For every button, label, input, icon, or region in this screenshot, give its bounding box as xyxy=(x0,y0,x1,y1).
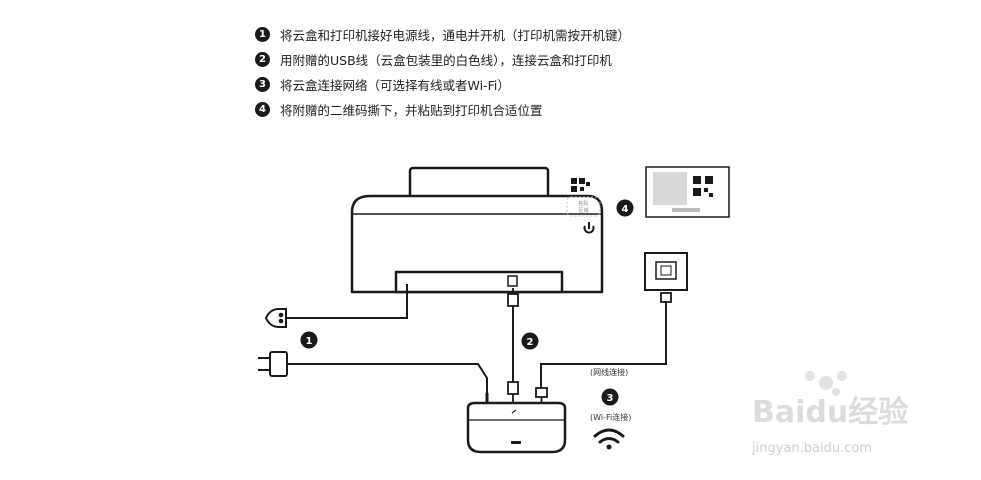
step-text: 将云盒和打印机接好电源线，通电并开机（打印机需按开机键） xyxy=(280,28,631,43)
ethernet-port-icon xyxy=(644,252,688,291)
step-2: 2 用附赠的USB线（云盒包装里的白色线），连接云盒和打印机 xyxy=(255,47,630,72)
svg-text:2: 2 xyxy=(527,337,534,348)
watermark-url: jingyan.baidu.com xyxy=(751,441,872,456)
printer-power-cable xyxy=(286,284,408,319)
cloud-box-icon xyxy=(466,401,567,454)
paw-logo-icon xyxy=(805,371,847,396)
sticker-area-label-line1: 粘贴 xyxy=(578,200,588,207)
svg-text:4: 4 xyxy=(622,204,629,215)
step-text: 将附赠的二维码撕下，并粘贴到打印机合适位置 xyxy=(280,103,543,118)
plug-icon xyxy=(264,308,287,328)
rj45-connector-icon xyxy=(535,292,672,404)
watermark-brand: Baidu经验 xyxy=(752,395,908,430)
network-cable-label: (网线连接) xyxy=(590,367,628,377)
marker-4: 4 xyxy=(616,199,634,217)
instruction-list: 1 将云盒和打印机接好电源线，通电并开机（打印机需按开机键） 2 用附赠的USB… xyxy=(255,22,630,122)
step-text: 用附赠的USB线（云盒包装里的白色线），连接云盒和打印机 xyxy=(280,53,612,68)
wifi-label: (Wi-Fi连接) xyxy=(590,412,631,422)
qr-code-icon xyxy=(571,178,590,192)
step-number-badge: 3 xyxy=(255,77,270,92)
ethernet-cable xyxy=(540,300,667,388)
power-icon xyxy=(583,222,595,234)
plug-icon xyxy=(258,351,288,377)
cloudbox-power-cable xyxy=(287,363,488,393)
svg-text:1: 1 xyxy=(306,336,313,347)
step-4: 4 将附赠的二维码撕下，并粘贴到打印机合适位置 xyxy=(255,97,630,122)
step-number-badge: 1 xyxy=(255,27,270,42)
step-number-badge: 2 xyxy=(255,52,270,67)
marker-2: 2 xyxy=(521,332,539,350)
step-text: 将云盒连接网络（可选择有线或者Wi-Fi） xyxy=(280,78,510,93)
svg-text:3: 3 xyxy=(607,393,614,404)
marker-1: 1 xyxy=(300,331,318,349)
sticker-area-outline xyxy=(566,196,601,217)
qr-code-icon xyxy=(693,176,713,197)
step-3: 3 将云盒连接网络（可选择有线或者Wi-Fi） xyxy=(255,72,630,97)
sticker-area-label-line2: 区域 xyxy=(578,207,588,214)
step-1: 1 将云盒和打印机接好电源线，通电并开机（打印机需按开机键） xyxy=(255,22,630,47)
step-number-badge: 4 xyxy=(255,102,270,117)
watermark: Baidu经验 jingyan.baidu.com xyxy=(751,371,908,456)
marker-3: 3 xyxy=(601,388,619,406)
wifi-icon xyxy=(593,428,625,450)
usb-port-icon xyxy=(507,275,518,287)
cables xyxy=(286,284,667,393)
qr-sticker-card xyxy=(645,166,730,218)
printer-icon xyxy=(350,166,604,294)
